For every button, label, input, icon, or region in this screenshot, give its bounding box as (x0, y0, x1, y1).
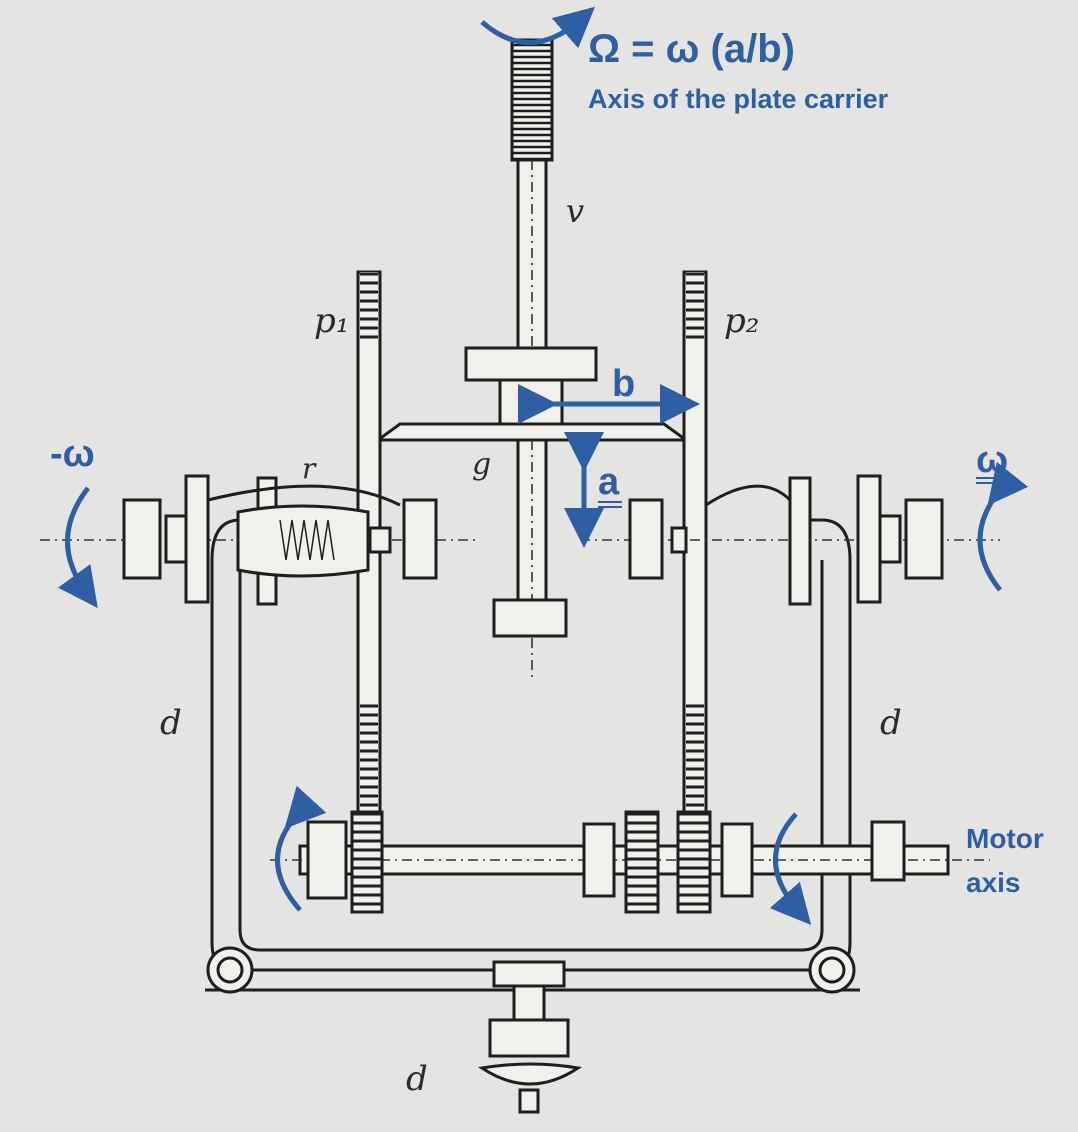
worm-housing-r (236, 504, 370, 578)
label-p2: p₂ (724, 301, 759, 341)
plate-carrier-collar (464, 346, 598, 382)
label-d-left: d (160, 703, 182, 743)
label-v: v (566, 192, 584, 230)
label-d-right: d (880, 703, 902, 743)
plate-axis-label: Axis of the plate carrier (588, 84, 889, 114)
rotation-arrow-motor-left-icon (275, 785, 327, 912)
minus-omega-label: -ω (50, 433, 95, 475)
threaded-top (510, 38, 554, 162)
rotation-arrow-motor-right-icon (769, 812, 812, 926)
label-r: r (302, 452, 317, 485)
a-label: a (598, 461, 620, 503)
omega-label: ω (976, 439, 1008, 481)
right-spindle (580, 474, 1000, 606)
rotation-arrow-left-icon (58, 486, 98, 609)
motor-shaft (270, 810, 990, 914)
pinion-p1 (350, 810, 384, 914)
motor-axis-line2: axis (966, 867, 1021, 898)
label-d-bottom: d (406, 1059, 428, 1099)
motor-axis-line1: Motor (966, 823, 1044, 854)
plate-carrier-shaft (373, 38, 691, 680)
shaft-foot (492, 598, 568, 638)
left-spindle (40, 474, 480, 606)
rotation-arrow-top-icon (480, 6, 596, 49)
pinion-p2 (676, 810, 712, 914)
omega-formula: Ω = ω (a/b) (588, 27, 795, 71)
rotation-arrow-right-icon (977, 461, 1029, 592)
b-label: b (612, 363, 635, 405)
gear-a (624, 810, 660, 914)
label-g: g (472, 447, 491, 482)
label-p1: p₁ (314, 301, 349, 341)
disc-g (373, 422, 691, 442)
bottom-pivot (478, 960, 582, 1114)
